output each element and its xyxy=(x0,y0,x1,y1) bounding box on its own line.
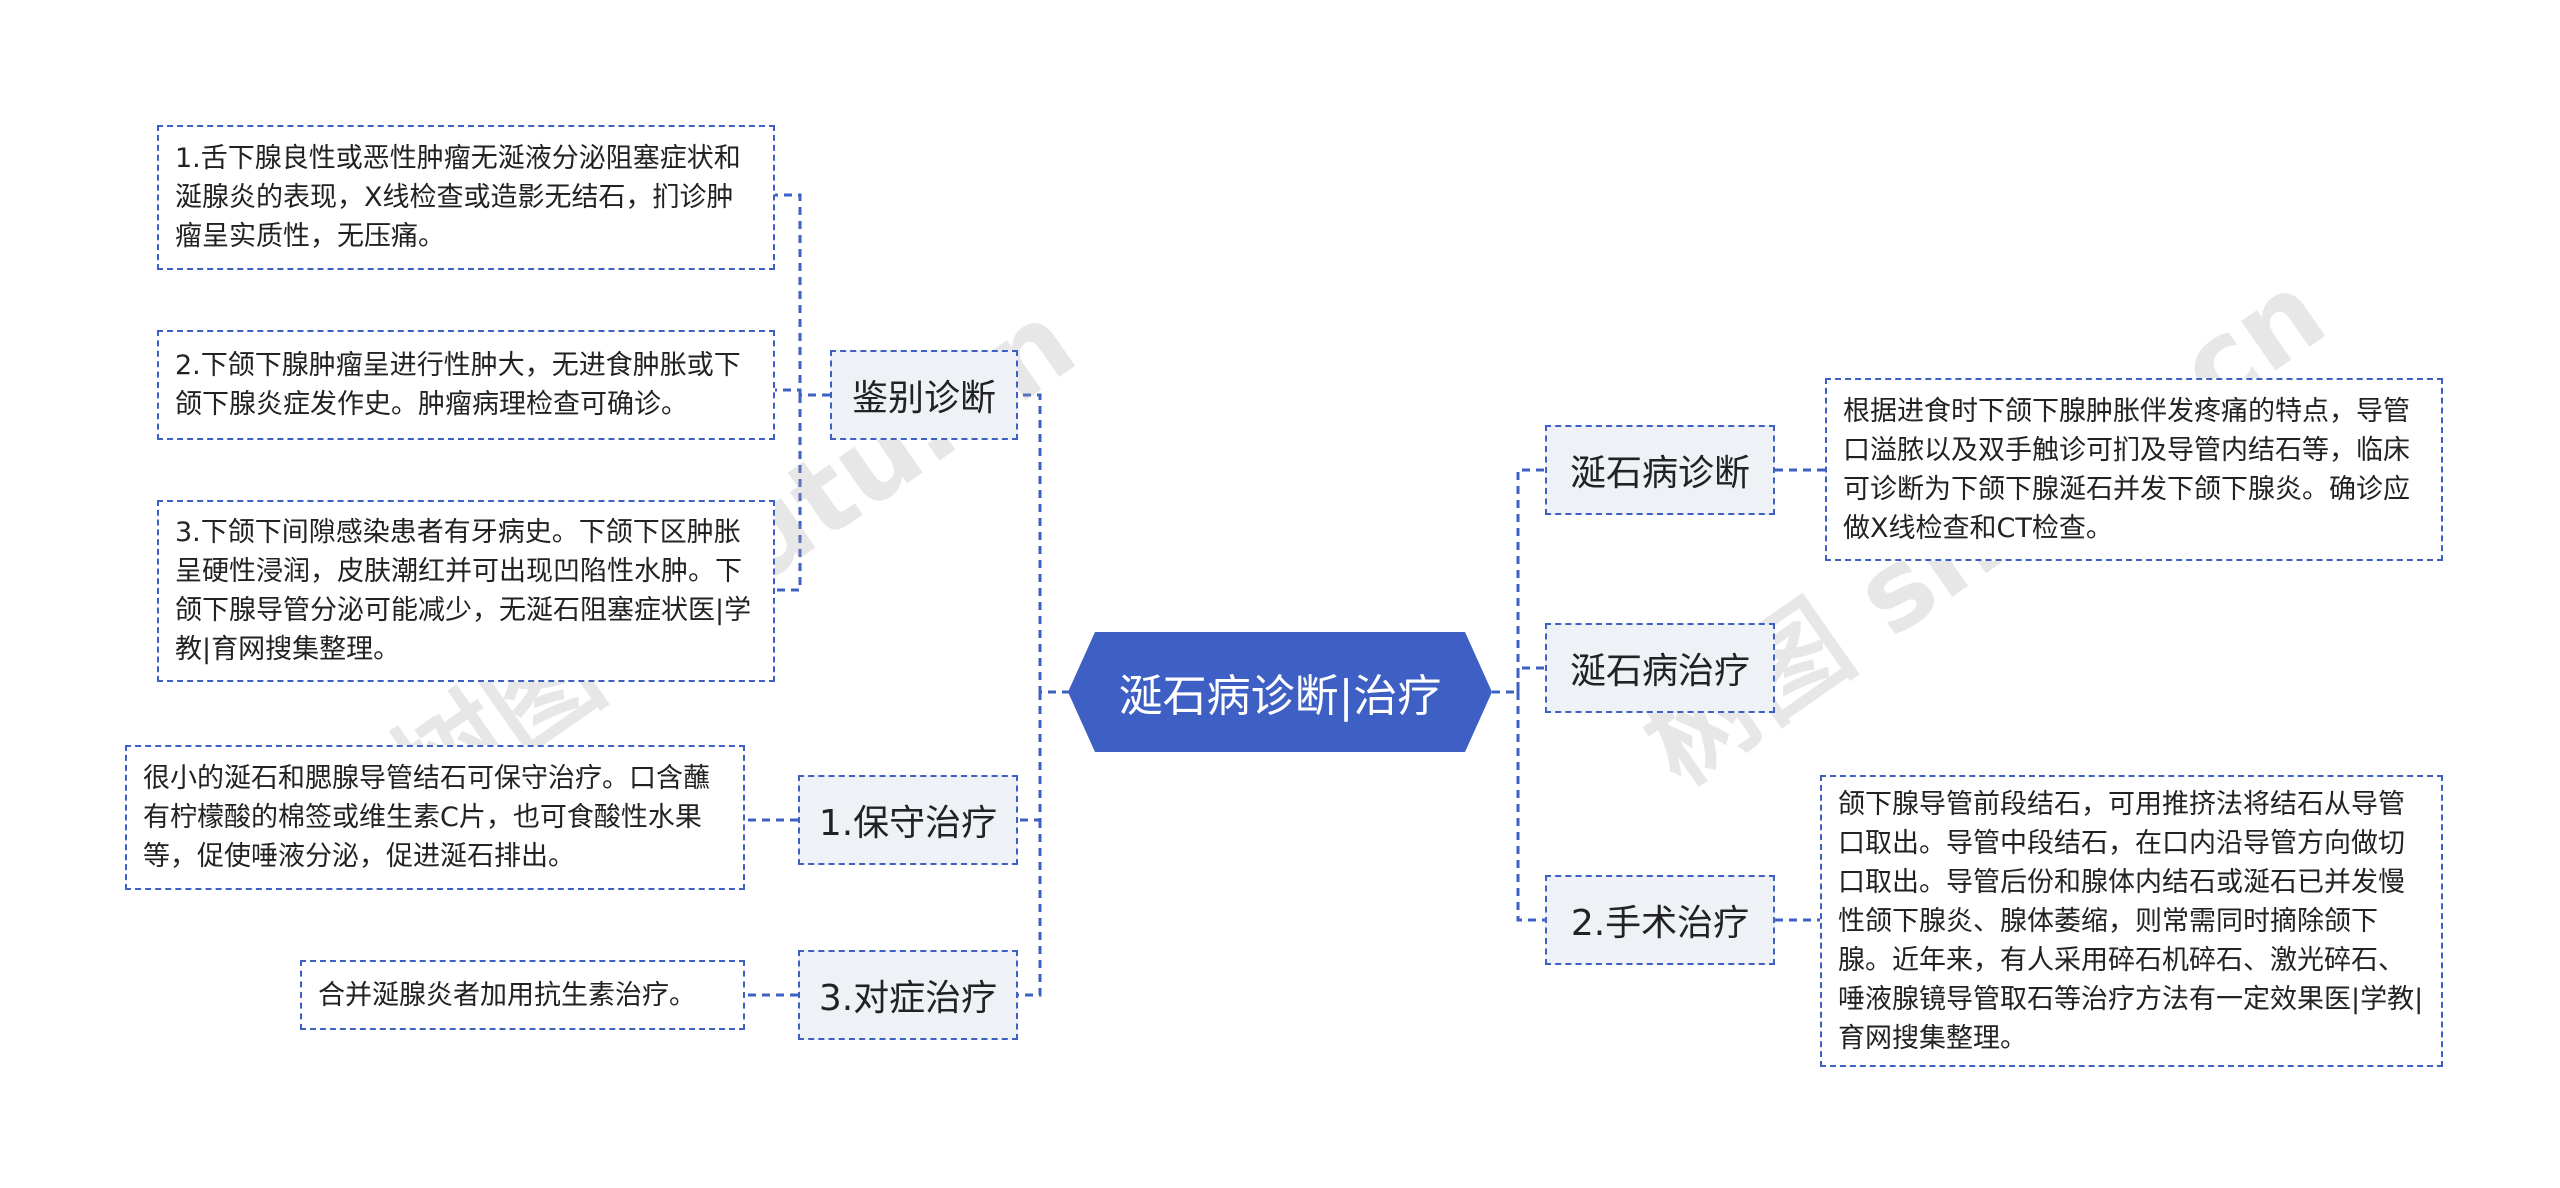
branch-duizheng[interactable]: 3.对症治疗 xyxy=(798,950,1018,1040)
branch-zhenduan[interactable]: 涎石病诊断 xyxy=(1545,425,1775,515)
branch-shoushu[interactable]: 2.手术治疗 xyxy=(1545,875,1775,965)
leaf-zhenduan-1-text: 根据进食时下颌下腺肿胀伴发疼痛的特点，导管口溢脓以及双手触诊可扪及导管内结石等，… xyxy=(1843,395,2410,544)
branch-jianbie[interactable]: 鉴别诊断 xyxy=(830,350,1018,440)
leaf-jianbie-3[interactable]: 3.下颌下间隙感染患者有牙病史。下颌下区肿胀呈硬性浸润，皮肤潮红并可出现凹陷性水… xyxy=(157,500,775,682)
connector-root-left xyxy=(1018,393,1070,694)
connector-root-baoshou xyxy=(1018,692,1042,822)
branch-baoshou-label: 1.保守治疗 xyxy=(818,803,998,844)
leaf-baoshou-1-text: 很小的涎石和腮腺导管结石可保守治疗。口含蘸有柠檬酸的棉签或维生素C片，也可食酸性… xyxy=(143,763,710,872)
leaf-shoushu-1-text: 颌下腺导管前段结石，可用推挤法将结石从导管口取出。导管中段结石，在口内沿导管方向… xyxy=(1838,788,2424,1054)
leaf-jianbie-3-text: 3.下颌下间隙感染患者有牙病史。下颌下区肿胀呈硬性浸润，皮肤潮红并可出现凹陷性水… xyxy=(175,517,752,665)
leaf-jianbie-1-text: 1.舌下腺良性或恶性肿瘤无涎液分泌阻塞症状和涎腺炎的表现，X线检查或造影无结石，… xyxy=(175,143,741,252)
leaf-duizheng-1-text: 合并涎腺炎者加用抗生素治疗。 xyxy=(318,979,696,1011)
branch-shoushu-label: 2.手术治疗 xyxy=(1570,903,1750,944)
branch-zhiliao-label: 涎石病治疗 xyxy=(1569,651,1750,692)
connector-root-right xyxy=(1492,468,1545,922)
leaf-jianbie-2-text: 2.下颌下腺肿瘤呈进行性肿大，无进食肿胀或下颌下腺炎症发作史。肿瘤病理检查可确诊… xyxy=(175,350,741,420)
leaf-zhenduan-1[interactable]: 根据进食时下颌下腺肿胀伴发疼痛的特点，导管口溢脓以及双手触诊可扪及导管内结石等，… xyxy=(1825,378,2443,561)
connector-root-duizheng xyxy=(1018,820,1042,997)
branch-zhenduan-label: 涎石病诊断 xyxy=(1569,453,1750,494)
branch-zhiliao[interactable]: 涎石病治疗 xyxy=(1545,623,1775,713)
branch-baoshou[interactable]: 1.保守治疗 xyxy=(798,775,1018,865)
branch-jianbie-label: 鉴别诊断 xyxy=(851,378,996,419)
branch-duizheng-label: 3.对症治疗 xyxy=(818,978,998,1019)
connector-jianbie-leaves xyxy=(775,193,830,592)
root-label: 涎石病诊断|治疗 xyxy=(1118,671,1442,722)
leaf-shoushu-1[interactable]: 颌下腺导管前段结石，可用推挤法将结石从导管口取出。导管中段结石，在口内沿导管方向… xyxy=(1820,775,2443,1067)
leaf-baoshou-1[interactable]: 很小的涎石和腮腺导管结石可保守治疗。口含蘸有柠檬酸的棉签或维生素C片，也可食酸性… xyxy=(125,745,745,890)
leaf-duizheng-1[interactable]: 合并涎腺炎者加用抗生素治疗。 xyxy=(300,960,745,1030)
leaf-jianbie-1[interactable]: 1.舌下腺良性或恶性肿瘤无涎液分泌阻塞症状和涎腺炎的表现，X线检查或造影无结石，… xyxy=(157,125,775,270)
root-shape xyxy=(1068,632,1492,752)
leaf-jianbie-2[interactable]: 2.下颌下腺肿瘤呈进行性肿大，无进食肿胀或下颌下腺炎症发作史。肿瘤病理检查可确诊… xyxy=(157,330,775,440)
root-node[interactable]: 涎石病诊断|治疗 xyxy=(1068,632,1492,752)
